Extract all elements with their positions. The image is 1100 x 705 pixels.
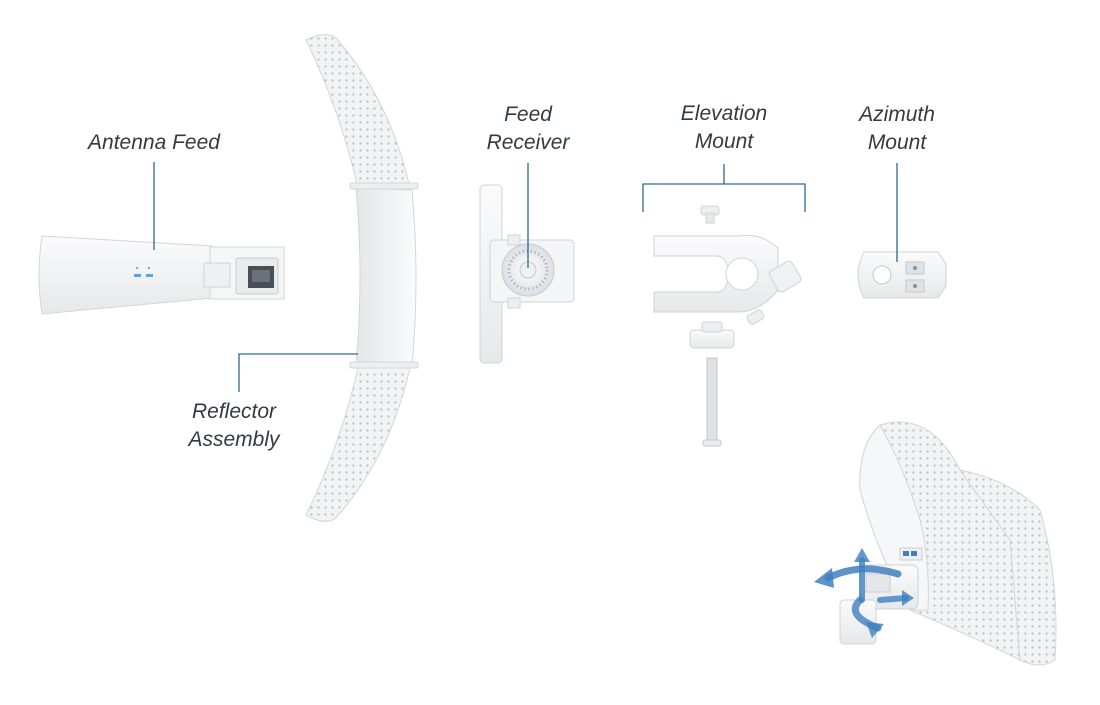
rotation-arrows — [814, 548, 914, 638]
elevation-mount-part — [653, 205, 802, 447]
reflector-assembly-part — [305, 34, 419, 522]
assembled-antenna-view — [839, 421, 1057, 666]
reflector-assembly-label-line2: Assembly — [188, 428, 280, 451]
reflector-assembly-label: Reflector Assembly — [174, 398, 294, 454]
azimuth-mount-part — [857, 251, 947, 299]
azimuth-mount-label: Azimuth Mount — [838, 101, 956, 157]
elevation-mount-label: Elevation Mount — [664, 100, 784, 156]
elevation-mount-label-line1: Elevation — [680, 102, 768, 125]
antenna-feed-label: Antenna Feed — [84, 129, 224, 157]
azimuth-mount-label-line2: Mount — [867, 131, 927, 154]
feed-receiver-label: Feed Receiver — [474, 101, 582, 157]
leader-lines — [153, 162, 898, 392]
elevation-mount-bracket — [642, 183, 806, 212]
elevation-mount-label-line2: Mount — [694, 130, 754, 153]
antenna-feed-label-text: Antenna Feed — [88, 131, 220, 154]
antenna-feed-part — [38, 235, 285, 315]
azimuth-mount-label-line1: Azimuth — [859, 103, 935, 126]
reflector-assembly-label-line1: Reflector — [191, 400, 277, 423]
feed-receiver-label-line1: Feed — [504, 103, 552, 126]
reflector-assembly-leader — [238, 353, 358, 392]
feed-receiver-part — [479, 184, 575, 364]
feed-receiver-label-line2: Receiver — [486, 131, 570, 154]
